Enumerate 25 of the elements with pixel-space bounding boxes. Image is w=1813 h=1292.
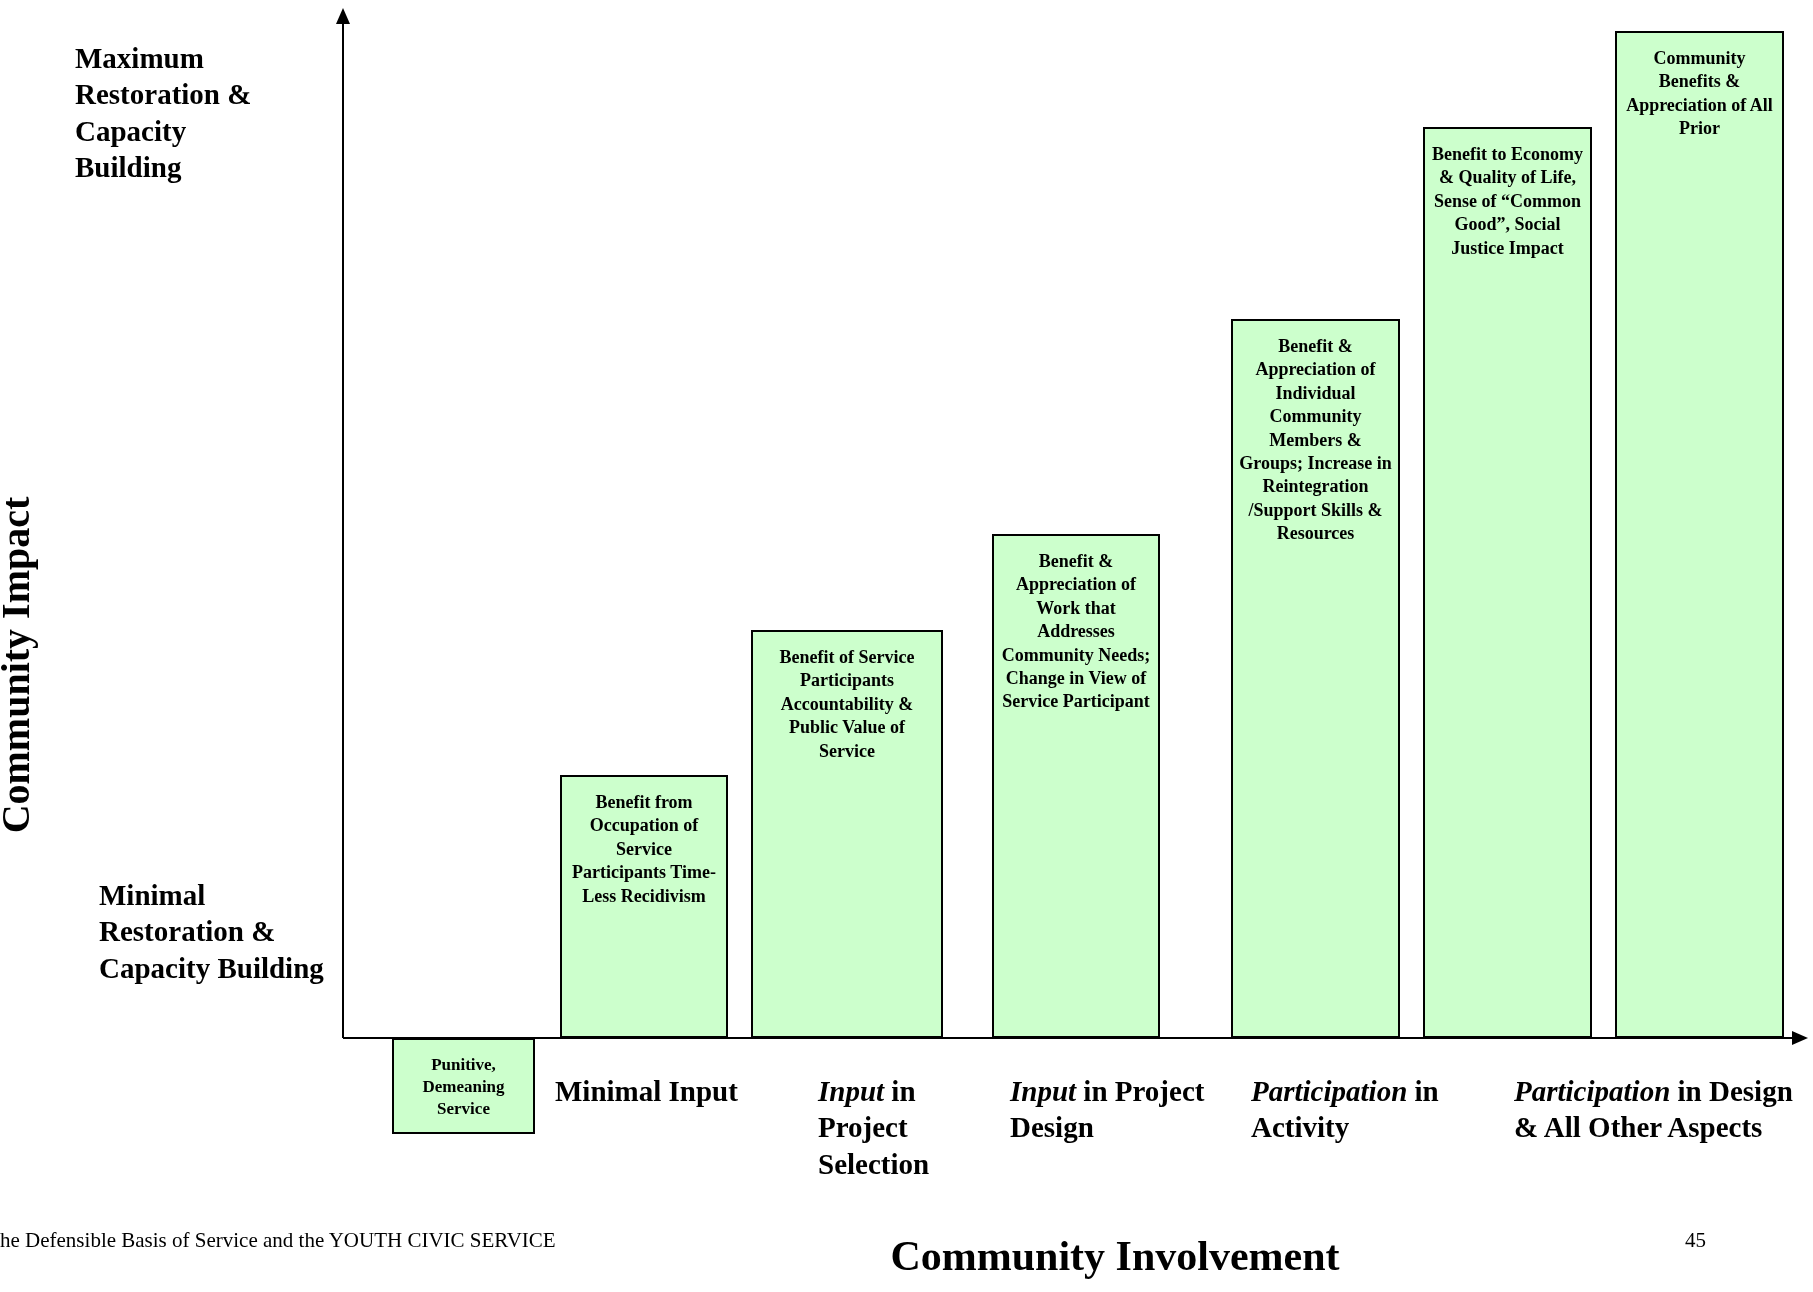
- category-label: Input in Project Design: [1010, 1074, 1206, 1146]
- bar-text: Punitive, Demeaning Service: [421, 1054, 506, 1121]
- bar-text: Benefit & Appreciation of Work that Addresses Community Needs; Change in View of Service Participant: [1000, 550, 1152, 714]
- bar-text: Benefit to Economy & Quality of Life, Sense of “Common Good”, Social Justice Impact: [1431, 143, 1584, 260]
- category-label: Participation in Activity: [1251, 1074, 1440, 1146]
- x-axis-title: Community Involvement: [889, 1232, 1341, 1281]
- bar: [992, 534, 1160, 1038]
- bar-text: Benefit & Appreciation of Individual Community Members & Groups; Increase in Reintegration /Support Skills & Resources: [1239, 335, 1392, 546]
- bar-text: Benefit from Occupation of Service Participants Time- Less Recidivism: [571, 791, 717, 908]
- axis-min-label: Minimal Restoration & Capacity Building: [99, 878, 325, 986]
- axis-max-label: Maximum Restoration & Capacity Building: [75, 41, 253, 185]
- page-number: 45: [1685, 1227, 1707, 1254]
- footer-text: he Defensible Basis of Service and the YOUTH CIVIC SERVICE: [0, 1227, 557, 1254]
- bar: [1615, 31, 1784, 1038]
- category-label: Minimal Input: [555, 1074, 739, 1109]
- bar: [1231, 319, 1400, 1038]
- category-label: Input in Project Selection: [818, 1074, 931, 1182]
- bar-text: Benefit of Service Participants Accountability & Public Value of Service: [778, 646, 916, 763]
- bar: [560, 775, 728, 1038]
- category-label: Participation in Design & All Other Aspects: [1514, 1074, 1794, 1146]
- bar: [751, 630, 943, 1038]
- bar-text: Community Benefits & Appreciation of All Prior: [1625, 47, 1774, 141]
- bar: [392, 1038, 535, 1134]
- y-axis-title: Community Impact: [0, 496, 40, 834]
- bar: [1423, 127, 1592, 1038]
